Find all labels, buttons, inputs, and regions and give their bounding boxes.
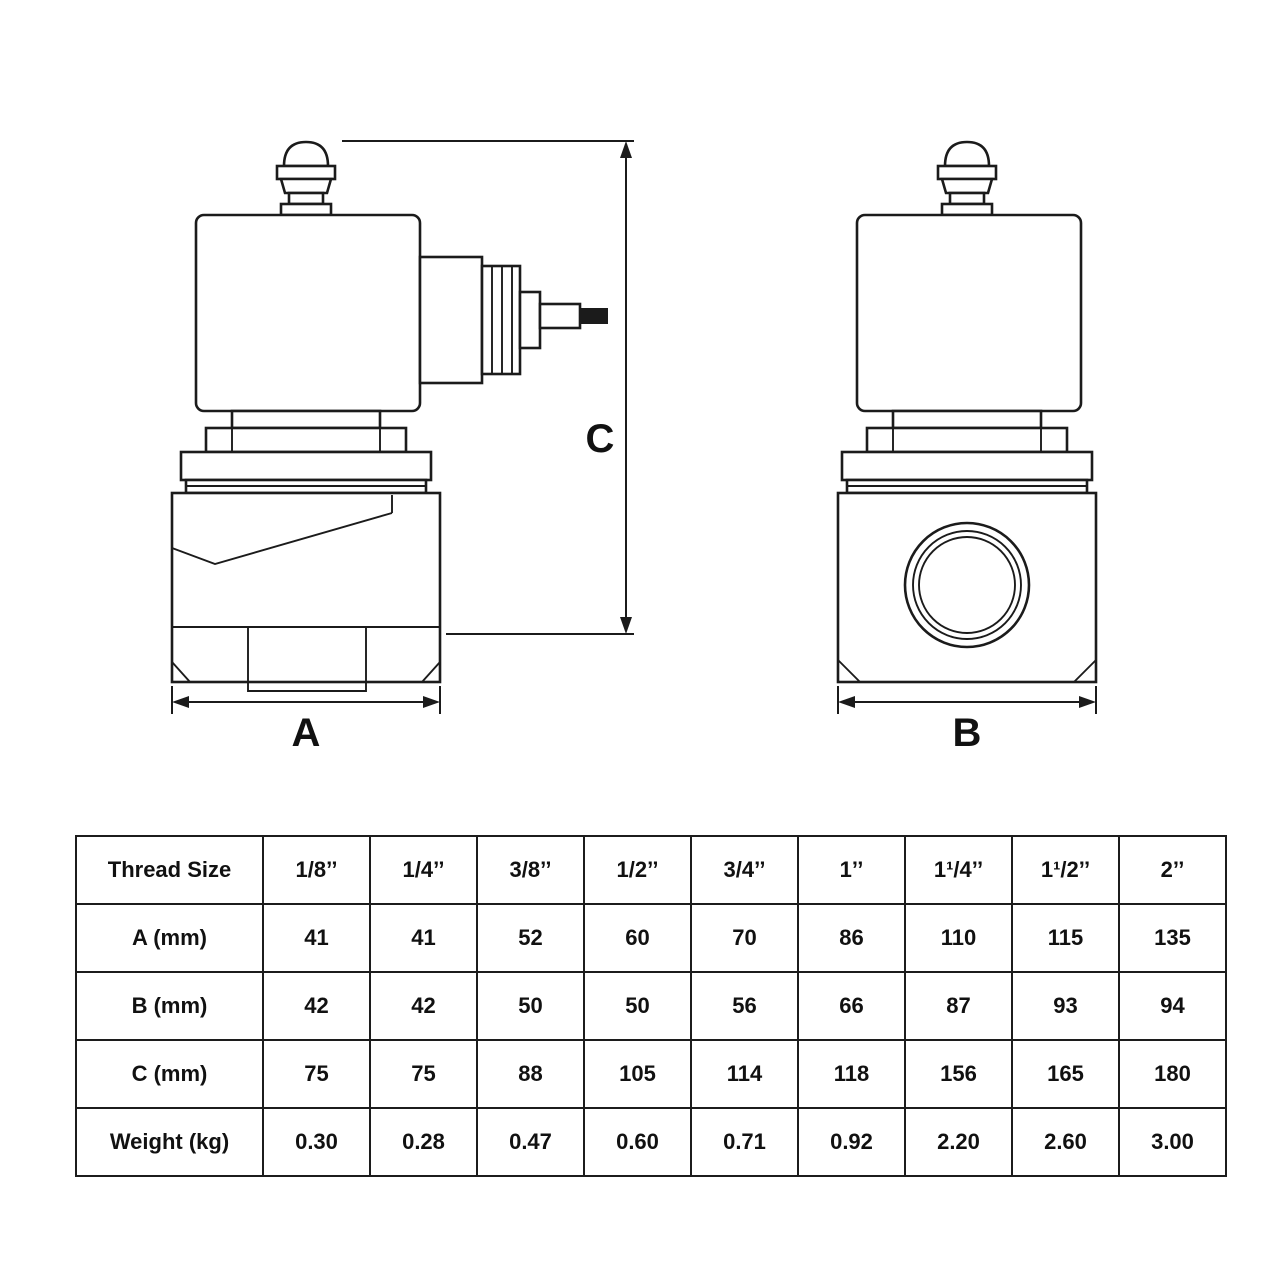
table-row-a-mm: A (mm) 41 41 52 60 70 86 110 115 135 [75, 903, 1227, 973]
port-lip [247, 682, 367, 692]
dim-label-a: A [292, 711, 321, 755]
connector-ribs-block [480, 264, 522, 376]
solenoid-coil-body [194, 213, 422, 413]
b-mm-cell: 56 [690, 971, 799, 1041]
a-mm-cell: 110 [904, 903, 1013, 973]
valve-body [836, 491, 1098, 684]
thread-size-cell: 1’’ [797, 835, 906, 905]
b-mm-cell: 50 [583, 971, 692, 1041]
c-mm-cell: 88 [476, 1039, 585, 1109]
body-chamfer [421, 661, 441, 683]
c-mm-cell: 156 [904, 1039, 1013, 1109]
weight-cell: 0.60 [583, 1107, 692, 1177]
valve-cap-taper [940, 177, 994, 195]
dimension-a: A [171, 686, 441, 755]
row-header-c-mm: C (mm) [75, 1039, 264, 1109]
c-mm-cell: 114 [690, 1039, 799, 1109]
c-mm-cell: 75 [262, 1039, 371, 1109]
valve-cap-collar [940, 202, 994, 217]
thread-size-cell: 3/4’’ [690, 835, 799, 905]
connector-collar [518, 290, 542, 350]
body-chamfer [171, 661, 191, 683]
weight-cell: 0.30 [262, 1107, 371, 1177]
spec-table: Thread Size 1/8’’ 1/4’’ 3/8’’ 1/2’’ 3/4’… [75, 835, 1227, 1177]
thread-size-cell: 1¹/4’’ [904, 835, 1013, 905]
thread-size-cell: 1/2’’ [583, 835, 692, 905]
valve-cap-neck [948, 191, 986, 206]
bonnet-flange [840, 450, 1094, 482]
c-mm-cell: 118 [797, 1039, 906, 1109]
table-row-thread-size: Thread Size 1/8’’ 1/4’’ 3/8’’ 1/2’’ 3/4’… [75, 835, 1227, 905]
flange-tab-row [865, 426, 1069, 454]
b-mm-cell: 42 [369, 971, 478, 1041]
valve-front-view: B [836, 140, 1098, 755]
dimension-c: C [342, 140, 634, 635]
bonnet-flange [179, 450, 433, 482]
a-mm-cell: 52 [476, 903, 585, 973]
weight-cell: 2.60 [1011, 1107, 1120, 1177]
table-row-weight: Weight (kg) 0.30 0.28 0.47 0.60 0.71 0.9… [75, 1107, 1227, 1177]
thread-size-cell: 1¹/2’’ [1011, 835, 1120, 905]
b-mm-cell: 94 [1118, 971, 1227, 1041]
weight-cell: 0.28 [369, 1107, 478, 1177]
b-mm-cell: 87 [904, 971, 1013, 1041]
a-mm-cell: 135 [1118, 903, 1227, 973]
dim-label-b: B [953, 711, 982, 755]
weight-cell: 0.47 [476, 1107, 585, 1177]
b-mm-cell: 42 [262, 971, 371, 1041]
flange-tab-row [204, 426, 408, 454]
body-internal-wedge [171, 512, 393, 565]
port-opening-outer [903, 521, 1031, 649]
b-mm-cell: 93 [1011, 971, 1120, 1041]
solenoid-coil-body [855, 213, 1083, 413]
valve-cap-neck [287, 191, 325, 206]
thread-size-cell: 2’’ [1118, 835, 1227, 905]
terminal-pin-tip [580, 308, 608, 324]
dim-label-c: C [586, 417, 615, 461]
table-row-b-mm: B (mm) 42 42 50 50 56 66 87 93 94 [75, 971, 1227, 1041]
flange-step [891, 409, 1043, 430]
valve-cap-nut [936, 164, 998, 181]
weight-cell: 0.71 [690, 1107, 799, 1177]
a-mm-cell: 60 [583, 903, 692, 973]
a-mm-cell: 70 [690, 903, 799, 973]
c-mm-cell: 75 [369, 1039, 478, 1109]
thread-size-cell: 1/8’’ [262, 835, 371, 905]
weight-cell: 0.92 [797, 1107, 906, 1177]
b-mm-cell: 66 [797, 971, 906, 1041]
flange-step [230, 409, 382, 430]
a-mm-cell: 41 [262, 903, 371, 973]
row-header-b-mm: B (mm) [75, 971, 264, 1041]
a-mm-cell: 115 [1011, 903, 1120, 973]
a-mm-cell: 86 [797, 903, 906, 973]
row-header-weight: Weight (kg) [75, 1107, 264, 1177]
body-chamfer [1073, 659, 1097, 683]
port-opening-mid [912, 530, 1022, 640]
port-opening-inner [918, 536, 1016, 634]
thread-size-cell: 3/8’’ [476, 835, 585, 905]
valve-cap-collar [279, 202, 333, 217]
weight-cell: 3.00 [1118, 1107, 1227, 1177]
valve-cap-dome [282, 140, 330, 168]
c-mm-cell: 165 [1011, 1039, 1120, 1109]
c-mm-cell: 180 [1118, 1039, 1227, 1109]
valve-cap-dome [943, 140, 991, 168]
valve-cap-taper [279, 177, 333, 195]
valve-side-view: A C [170, 140, 634, 755]
weight-cell: 2.20 [904, 1107, 1013, 1177]
valve-body [170, 491, 442, 684]
valve-cap-nut [275, 164, 337, 181]
row-header-thread-size: Thread Size [75, 835, 264, 905]
terminal-pin-outline [538, 302, 582, 330]
row-header-a-mm: A (mm) [75, 903, 264, 973]
c-mm-cell: 105 [583, 1039, 692, 1109]
a-mm-cell: 41 [369, 903, 478, 973]
connector-block [418, 255, 484, 385]
table-row-c-mm: C (mm) 75 75 88 105 114 118 156 165 180 [75, 1039, 1227, 1109]
thread-size-cell: 1/4’’ [369, 835, 478, 905]
valve-technical-drawing: A C [170, 140, 1098, 755]
b-mm-cell: 50 [476, 971, 585, 1041]
body-chamfer [837, 659, 861, 683]
dimension-b: B [837, 686, 1097, 755]
